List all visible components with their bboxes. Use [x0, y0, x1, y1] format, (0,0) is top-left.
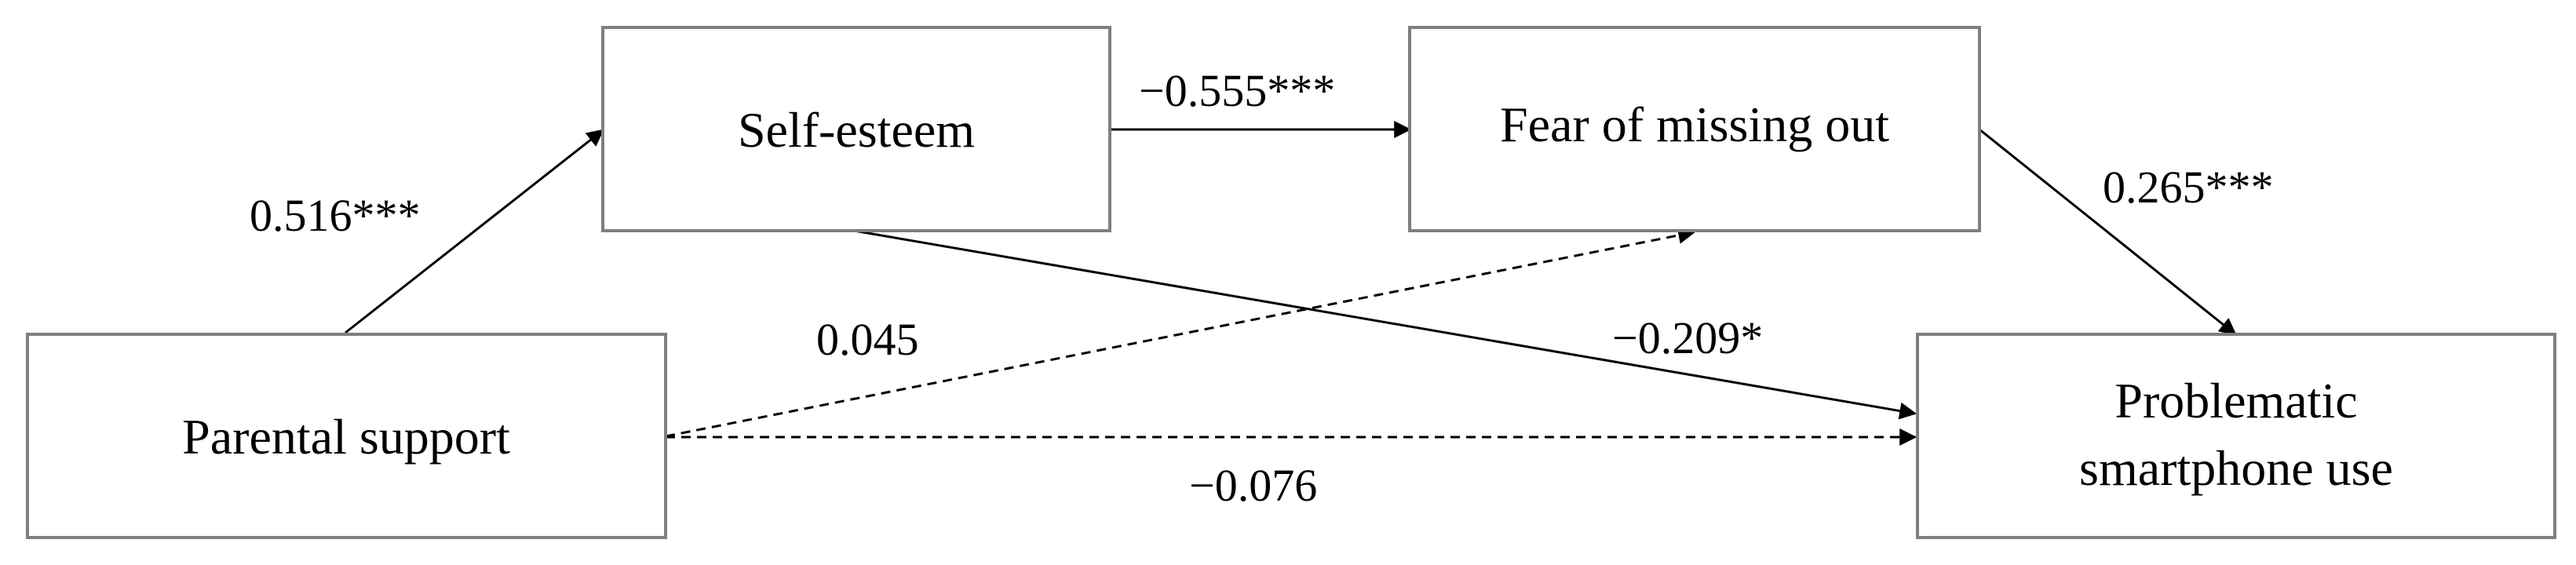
label-self-esteem-to-fomo: −0.555***	[1139, 65, 1335, 116]
label-parental-support-to-problematic-use: −0.076	[1189, 460, 1317, 511]
label-self-esteem-to-problematic-use: −0.209*	[1612, 312, 1763, 363]
node-problematic-smartphone-use: Problematic smartphone use	[1916, 333, 2556, 539]
edge-parental-support-to-self-esteem	[345, 129, 604, 334]
node-self-esteem-label: Self-esteem	[738, 102, 975, 158]
label-parental-support-to-self-esteem: 0.516***	[250, 190, 421, 241]
node-parental-support-label: Parental support	[182, 409, 510, 465]
node-fear-of-missing-out: Fear of missing out	[1408, 26, 1981, 232]
node-self-esteem: Self-esteem	[601, 26, 1111, 232]
node-fear-of-missing-out-label: Fear of missing out	[1500, 97, 1889, 152]
edge-parental-support-to-fomo	[665, 227, 1696, 438]
node-problematic-line1: Problematic	[2114, 373, 2357, 428]
edge-self-esteem-to-problematic-use	[853, 229, 1917, 420]
label-parental-support-to-fomo: 0.045	[816, 314, 919, 365]
node-parental-support: Parental support	[26, 333, 667, 539]
label-fomo-to-problematic-use: 0.265***	[2103, 162, 2274, 213]
node-problematic-line2: smartphone use	[2079, 440, 2393, 496]
edge-fomo-to-problematic-use	[1979, 128, 2237, 336]
